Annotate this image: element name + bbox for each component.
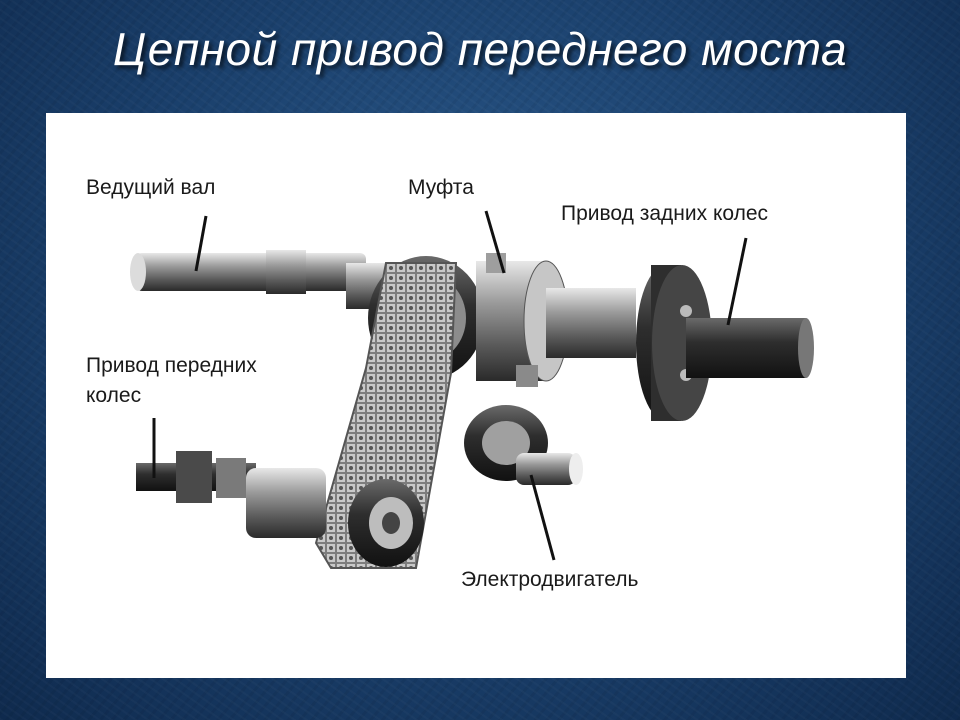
label-front-drive-line1: Привод передних	[86, 354, 257, 377]
coupling-part	[476, 253, 636, 387]
label-coupling: Муфта	[408, 176, 474, 199]
slide-title: Цепной привод переднего моста	[112, 23, 848, 75]
front-shaft-part	[136, 451, 424, 567]
diagram-panel: Ведущий вал Муфта Привод задних колес Пр…	[46, 113, 906, 678]
drive-chain	[314, 262, 458, 569]
leader-rear-drive	[726, 237, 748, 326]
motor-part	[464, 405, 583, 485]
label-drive-shaft: Ведущий вал	[86, 176, 216, 199]
leader-motor	[529, 474, 556, 561]
label-front-drive-line2: колес	[86, 384, 142, 407]
label-motor: Электродвигатель	[461, 568, 639, 591]
leader-lines	[152, 210, 748, 561]
mechanism-illustration	[130, 210, 814, 569]
leader-drive-shaft	[194, 215, 208, 272]
leader-coupling	[484, 210, 506, 274]
label-rear-drive: Привод задних колес	[561, 202, 769, 225]
rear-flange	[636, 265, 814, 421]
